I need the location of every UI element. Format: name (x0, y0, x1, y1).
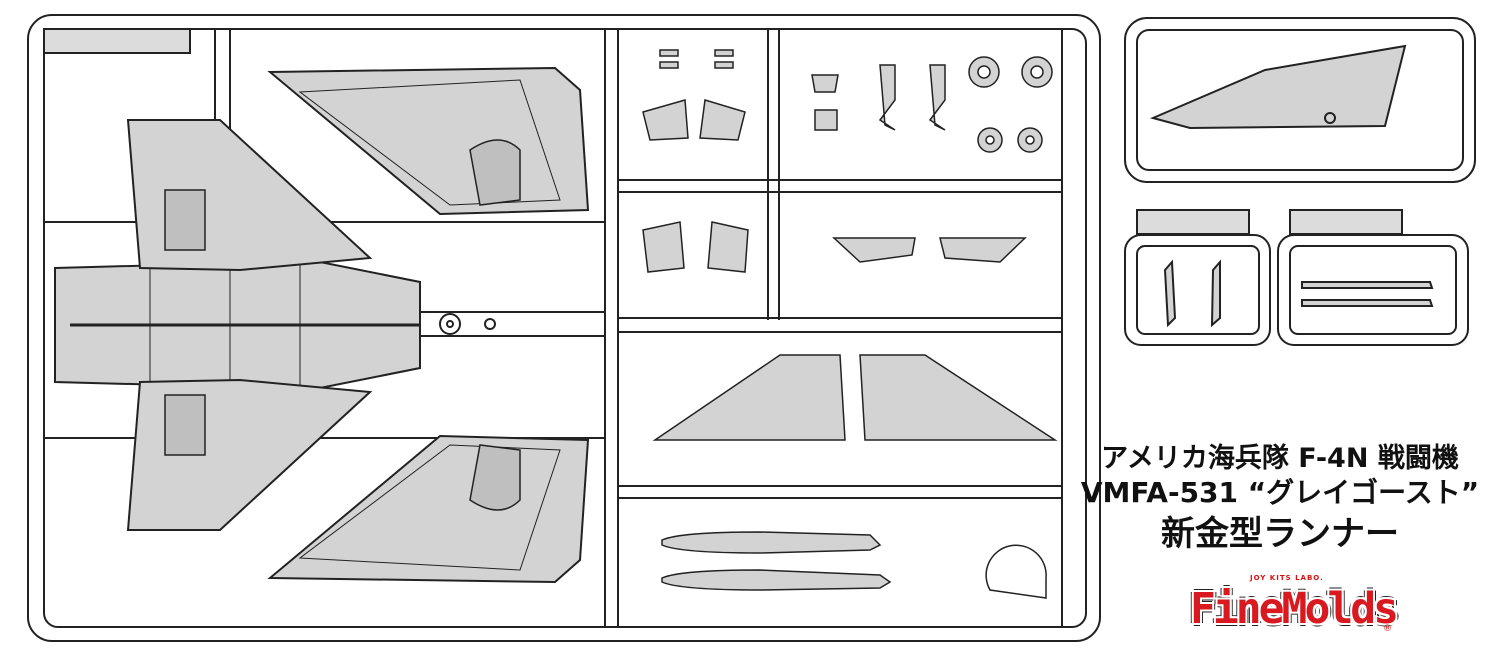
caption-line-3: 新金型ランナー (1161, 514, 1399, 554)
flap-parts (832, 237, 1027, 263)
stabilizer-part-upper (126, 119, 373, 272)
caption-line-1: アメリカ海兵隊 F-4N 戦闘機 (1101, 443, 1459, 474)
runner-small-a-tab (1136, 209, 1250, 235)
runner-tail-frame-inner (1136, 29, 1464, 171)
gate-disc (439, 313, 461, 335)
gate-hole (446, 320, 454, 328)
rod-part-1 (1301, 281, 1434, 289)
small-part-right (1210, 259, 1221, 328)
wing-part-top (267, 66, 590, 216)
small-parts-group-1 (642, 49, 746, 141)
outer-wing-parts (652, 354, 1058, 441)
stabilizer-part-lower (126, 378, 373, 531)
runner-small-b-inner (1289, 245, 1457, 335)
small-part-left (1163, 259, 1177, 328)
runner-tab (43, 28, 191, 54)
gate-disc-2 (484, 318, 496, 330)
drop-tank-parts (661, 531, 892, 591)
brand-logo: FineMolds (1190, 584, 1399, 634)
radome-part (985, 544, 1047, 599)
main-runner-frame-outer (27, 14, 1101, 642)
registered-mark: ® (1383, 624, 1392, 634)
logo-tagline: JOY KITS LABO. (1250, 574, 1324, 582)
landing-gear-group (811, 56, 1053, 153)
runner-small-b-tab (1289, 209, 1403, 235)
runner-small-a-inner (1136, 245, 1260, 335)
caption-line-2: VMFA-531 “グレイゴースト” (1080, 476, 1480, 509)
runner-small-a-outer (1124, 234, 1271, 346)
wing-part-bottom (267, 434, 590, 584)
intake-parts (642, 221, 749, 273)
main-runner-frame-inner (43, 28, 1087, 628)
runner-small-b-outer (1277, 234, 1469, 346)
fuselage-part (54, 256, 421, 394)
tail-fin-part (1149, 44, 1407, 130)
rod-part-2 (1301, 299, 1434, 307)
